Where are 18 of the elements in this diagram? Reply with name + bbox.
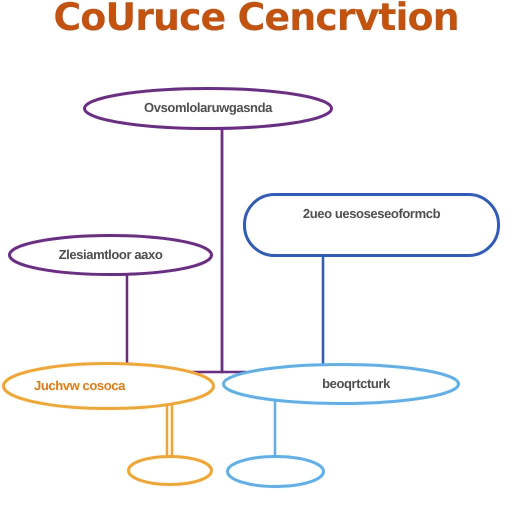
diagram-title: CoUruce Cencrvtion — [52, 0, 460, 39]
ellipse-node — [8, 234, 213, 276]
empty-ellipse — [226, 455, 325, 488]
ellipse-node — [222, 363, 460, 405]
connector-line — [220, 128, 247, 374]
connector-line — [322, 256, 324, 364]
ellipse-node — [2, 362, 215, 410]
connector-line — [274, 400, 276, 456]
ellipse-node — [83, 87, 333, 130]
connector-line — [166, 403, 174, 458]
node-label: Zlesiamtloor aaxo — [58, 248, 162, 262]
node-label: beoqrtcturk — [322, 376, 390, 392]
node-label: 2ueo uesoseseoformcb — [302, 207, 440, 222]
rounded-box-node — [243, 193, 500, 257]
node-label: Juchvw cosoca — [34, 378, 125, 394]
node-label: Ovsomlolaruwgasnda — [144, 101, 272, 116]
connector-line — [126, 274, 128, 364]
empty-ellipse — [127, 455, 213, 486]
